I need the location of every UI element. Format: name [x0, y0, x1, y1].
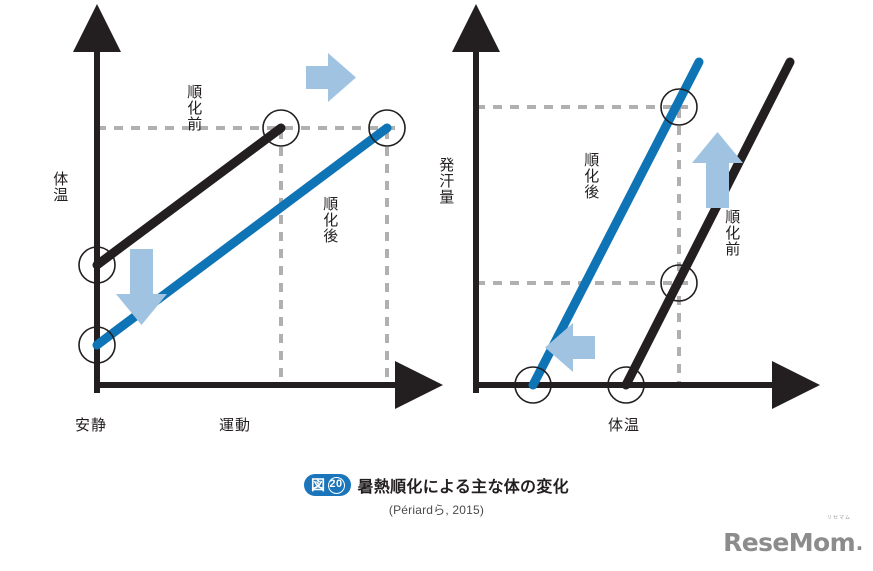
figure-title: 暑熱順化による主な体の変化 — [357, 479, 569, 496]
left-marker-after-rest — [78, 326, 116, 364]
left-chart-series-label-before: 順化前 — [185, 84, 204, 132]
figure-badge-label: 図 — [311, 477, 326, 493]
arrow-down-icon — [116, 249, 167, 325]
left-marker-after-exercise — [368, 109, 406, 147]
right-marker-after-threshold — [514, 366, 552, 404]
resemom-logo-ruby: リセマム — [826, 515, 851, 521]
left-chart-x-tick-exercise: 運動 — [219, 416, 252, 434]
resemom-logo-text: ReseMom — [723, 528, 856, 557]
left-chart-reference-lines — [97, 126, 396, 383]
right-series-before-line — [621, 57, 795, 390]
figure-caption-line: 図 20 暑熱順化による主な体の変化 — [0, 472, 873, 498]
resemom-logo-dot: . — [856, 528, 863, 556]
figure-badge-number: 20 — [327, 476, 345, 494]
left-marker-before-rest — [78, 246, 116, 284]
right-chart — [452, 4, 820, 409]
right-marker-before-sweat — [660, 264, 698, 302]
resemom-logo[interactable]: ReseMom . リセマム — [723, 516, 863, 557]
right-chart-y-axis-label: 発汗量 — [437, 157, 456, 205]
figure-number-badge: 図 20 — [304, 474, 351, 496]
arrow-up-icon — [692, 132, 743, 208]
right-chart-series-label-after: 順化後 — [582, 152, 601, 200]
left-series-before-line — [92, 123, 286, 270]
right-chart-series-label-before: 順化前 — [723, 209, 742, 257]
left-chart — [73, 4, 443, 409]
left-marker-before-exercise — [262, 109, 300, 147]
right-marker-after-sweat — [660, 88, 698, 126]
right-series-after-line — [528, 57, 704, 390]
left-chart-series-label-after: 順化後 — [321, 196, 340, 244]
left-chart-y-axis-label: 体温 — [51, 171, 70, 203]
arrow-right-icon — [306, 53, 356, 102]
figure-caption: 図 20 暑熱順化による主な体の変化 (Périardら, 2015) — [0, 472, 873, 518]
left-chart-x-tick-rest: 安静 — [75, 416, 108, 434]
arrow-left-icon — [545, 323, 595, 372]
right-marker-before-threshold — [607, 366, 645, 404]
right-chart-x-tick-temperature: 体温 — [608, 416, 641, 434]
figure-source-citation: (Périardら, 2015) — [388, 503, 485, 517]
